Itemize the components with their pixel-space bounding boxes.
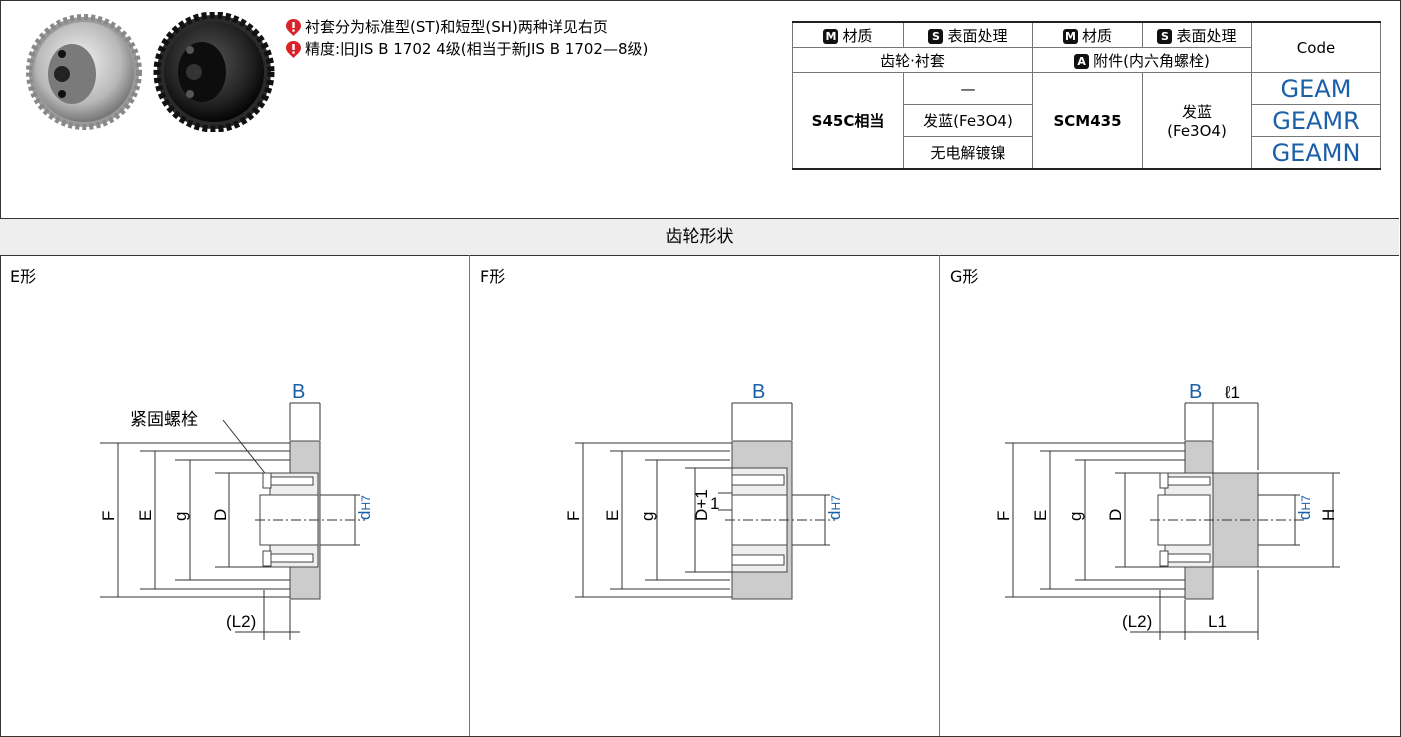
dim-label-h7-sub: H7 xyxy=(1299,495,1313,511)
panel-title: F形 xyxy=(480,267,506,286)
g-type-drawing: B ℓ1 F E g D dH7 H (L2) L1 xyxy=(994,381,1340,640)
surface-cell: 发蓝(Fe3O4) xyxy=(903,104,1033,137)
dim-label-l1-small: ℓ1 xyxy=(1224,383,1240,402)
section-title: 齿轮形状 xyxy=(0,218,1399,256)
bolt-label: 紧固螺栓 xyxy=(130,410,198,429)
gear-product-photo xyxy=(26,12,275,132)
surface-badge-icon: S xyxy=(928,28,944,44)
dim-label-d: D xyxy=(211,509,230,521)
panel-g-type: G形 B ℓ1 F E g D dH7 H (L2 xyxy=(940,255,1399,736)
subheader-accessory-label: 附件(内六角螺栓) xyxy=(1093,51,1210,70)
dim-label-h: H xyxy=(1319,509,1338,521)
black-gear xyxy=(153,12,275,132)
dim-label-b: B xyxy=(1189,381,1202,403)
surface-badge-icon: S xyxy=(1157,28,1173,44)
dim-label-e: E xyxy=(603,510,622,521)
dim-label-d-main: d xyxy=(825,511,844,520)
gear-material-cell: S45C相当 xyxy=(792,72,904,170)
e-type-drawing: B 紧固螺栓 F E g D dH7 (L2) xyxy=(99,381,374,640)
table-row: 发蓝(Fe3O4) GEAMR xyxy=(793,104,1381,137)
dim-label-one: 1 xyxy=(710,494,719,513)
dim-label-e: E xyxy=(136,510,155,521)
warning-icon xyxy=(286,18,301,36)
header-material-label: 材质 xyxy=(842,26,873,45)
silver-gear xyxy=(26,14,142,130)
warning-icon xyxy=(286,40,301,58)
note-item: 衬套分为标准型(ST)和短型(SH)两种详见右页 xyxy=(286,16,648,38)
dim-label-e: E xyxy=(1031,510,1050,521)
dim-label-l2: (L2) xyxy=(1122,612,1152,631)
header-surface-label: 表面处理 xyxy=(947,26,1008,45)
code-cell: GEAM xyxy=(1251,72,1381,105)
panel-title: G形 xyxy=(950,267,979,286)
note-text-accuracy: 精度:旧JIS B 1702 4级(相当于新JIS B 1702—8级) xyxy=(305,40,649,58)
panel-f-type: F形 B F E g D+1 1 dH7 xyxy=(470,255,940,736)
dim-label-h7-sub: H7 xyxy=(829,495,843,511)
panel-e-type: E形 B 紧固螺栓 F E g D dH7 (L2) xyxy=(0,255,470,736)
panel-title: E形 xyxy=(10,267,37,286)
dim-label-d-plus-1: D+1 xyxy=(692,489,711,521)
surface-cell: 无电解镀镍 xyxy=(903,136,1033,170)
dim-label-d-main: d xyxy=(1295,511,1314,520)
dim-label-f: F xyxy=(564,511,583,521)
dim-label-h7-sub: H7 xyxy=(359,495,373,511)
dim-label-dh7: dH7 xyxy=(1295,495,1314,520)
header-code: Code xyxy=(1251,21,1381,73)
bolt-surface-line: 发蓝 xyxy=(1181,103,1212,121)
dim-label-dh7: dH7 xyxy=(825,495,844,520)
bolt-surface-line: (Fe3O4) xyxy=(1167,122,1227,140)
notes-block: 衬套分为标准型(ST)和短型(SH)两种详见右页 精度:旧JIS B 1702 … xyxy=(286,16,648,60)
bolt-surface-cell: 发蓝(Fe3O4) xyxy=(1142,72,1252,170)
subheader-gear-bushing: 齿轮·衬套 xyxy=(792,47,1033,73)
dim-label-b: B xyxy=(292,381,305,403)
dim-label-g: g xyxy=(1066,512,1085,521)
code-cell: GEAMN xyxy=(1251,136,1381,170)
note-item: 精度:旧JIS B 1702 4级(相当于新JIS B 1702—8级) xyxy=(286,38,648,60)
f-type-drawing: B F E g D+1 1 dH7 xyxy=(564,381,844,600)
dim-label-g: g xyxy=(638,512,657,521)
material-badge-icon: M xyxy=(823,28,839,44)
dim-label-g: g xyxy=(171,512,190,521)
dim-label-d-main: d xyxy=(355,511,374,520)
code-cell: GEAMR xyxy=(1251,104,1381,137)
bolt-material-cell: SCM435 xyxy=(1032,72,1143,170)
dim-label-f: F xyxy=(994,511,1013,521)
header-surface-label: 表面处理 xyxy=(1176,26,1237,45)
dim-label-f: F xyxy=(99,511,118,521)
header-material-label: 材质 xyxy=(1081,26,1112,45)
table-row: 无电解镀镍 GEAMN xyxy=(793,136,1381,170)
note-text-bushing: 衬套分为标准型(ST)和短型(SH)两种详见右页 xyxy=(305,18,608,36)
dim-label-d: D xyxy=(1106,509,1125,521)
dim-label-dh7: dH7 xyxy=(355,495,374,520)
accessory-badge-icon: A xyxy=(1074,53,1090,69)
table-row: S45C相当 — SCM435 发蓝(Fe3O4) GEAM xyxy=(792,72,1381,170)
surface-cell: — xyxy=(903,72,1033,105)
dim-label-l2: (L2) xyxy=(226,612,256,631)
dim-label-l1: L1 xyxy=(1208,612,1227,631)
material-badge-icon: M xyxy=(1062,28,1078,44)
dim-label-b: B xyxy=(752,381,765,403)
